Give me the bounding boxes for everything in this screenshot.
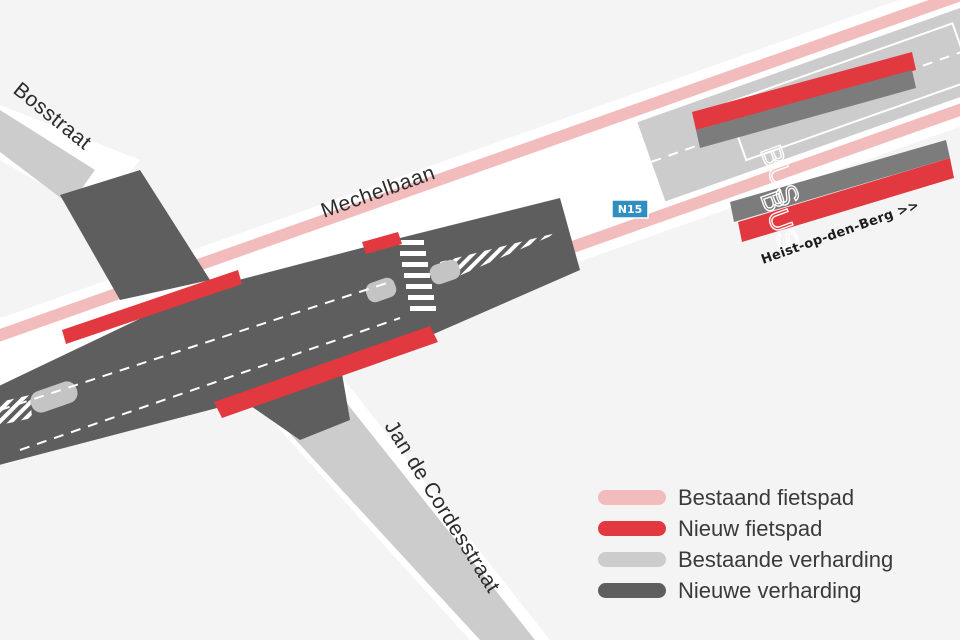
traffic-island	[365, 277, 397, 303]
jan-de-cordesstraat-road	[262, 372, 550, 640]
legend-label: Bestaande verharding	[678, 546, 894, 572]
legend-label: Nieuw fietspad	[678, 515, 823, 541]
traffic-island	[30, 381, 78, 413]
legend-swatch-existing-pavement	[598, 552, 666, 567]
legend-swatch-new-cycle-path	[598, 521, 666, 536]
bus-lane-area	[696, 70, 950, 222]
road-number-badge: N15	[611, 199, 649, 219]
legend-label: Nieuwe verharding	[678, 577, 862, 603]
legend-item: Bestaand fietspad	[598, 482, 938, 513]
legend-item: Nieuw fietspad	[598, 513, 938, 544]
existing-cycle-path-north	[0, 0, 960, 354]
legend-label: Bestaand fietspad	[678, 484, 855, 510]
lane-markings	[0, 281, 401, 451]
legend-swatch-new-pavement	[598, 583, 666, 598]
zebra-crossing	[398, 240, 436, 311]
road-number-text: N15	[618, 203, 643, 216]
hatched-island-east	[440, 232, 560, 282]
legend: Bestaand fietspad Nieuw fietspad Bestaan…	[598, 482, 938, 606]
traffic-island	[429, 259, 461, 285]
legend-item: Bestaande verharding	[598, 544, 938, 575]
new-cycle-paths	[62, 52, 954, 418]
legend-item: Nieuwe verharding	[598, 575, 938, 606]
legend-swatch-existing-cycle-path	[598, 490, 666, 505]
